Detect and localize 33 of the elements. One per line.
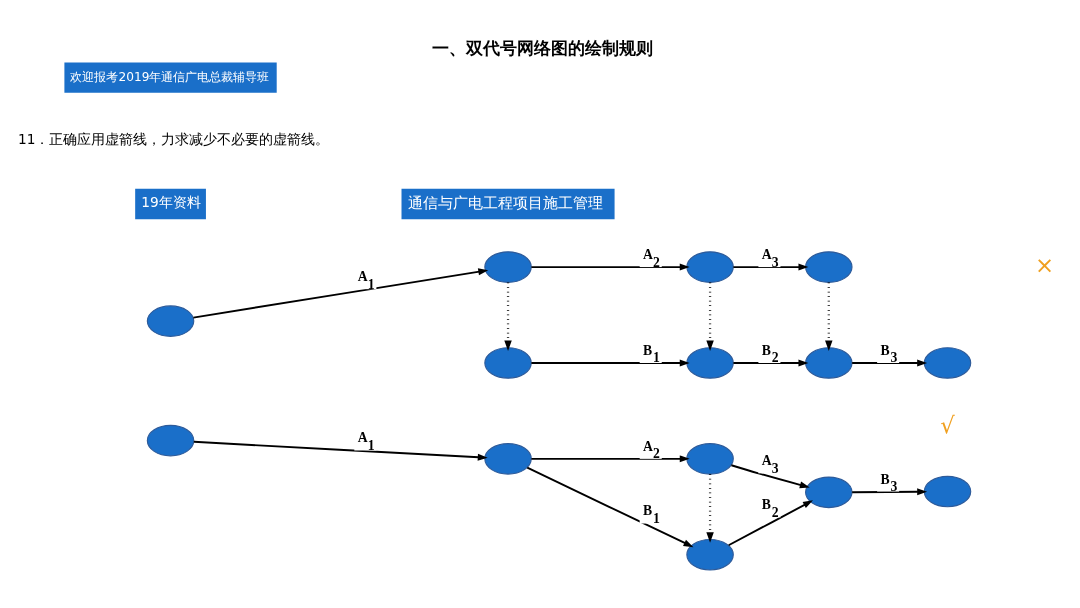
node-ellipse [805, 347, 853, 379]
node-ellipse [484, 443, 532, 475]
label: 19年资料 [141, 194, 201, 211]
label: 通信与广电工程项目施工管理 [407, 193, 603, 212]
node-ellipse [923, 475, 972, 508]
label: 11．正确应用虚箭线，力求减少不必要的虚箭线。 [17, 131, 330, 148]
arrow [730, 464, 810, 489]
node-ellipse [805, 476, 853, 509]
label: √ [940, 412, 955, 439]
arrow [192, 440, 488, 461]
arrow [732, 359, 809, 367]
label: × [1035, 251, 1055, 278]
arrow [706, 474, 714, 543]
label: 欢迎报考2019年通信广电总裁辅导班 [70, 69, 270, 84]
node-ellipse [146, 305, 195, 337]
arrow [727, 500, 813, 547]
node-ellipse [686, 347, 734, 379]
arrow [530, 359, 690, 367]
arrow [851, 488, 928, 496]
arrow [732, 263, 809, 271]
node-ellipse [146, 424, 195, 457]
node-ellipse [686, 251, 734, 283]
node-ellipse [686, 538, 734, 571]
arrow [851, 359, 928, 367]
arrow [526, 466, 694, 548]
node-ellipse [484, 251, 532, 283]
node-ellipse [805, 251, 853, 283]
arrow [530, 263, 690, 271]
node-ellipse [923, 347, 972, 379]
node-ellipse [686, 443, 734, 475]
arrow [530, 455, 690, 463]
node-ellipse [484, 347, 532, 379]
diagram-title: 一、双代号网络图的绘制规则 [432, 37, 654, 58]
